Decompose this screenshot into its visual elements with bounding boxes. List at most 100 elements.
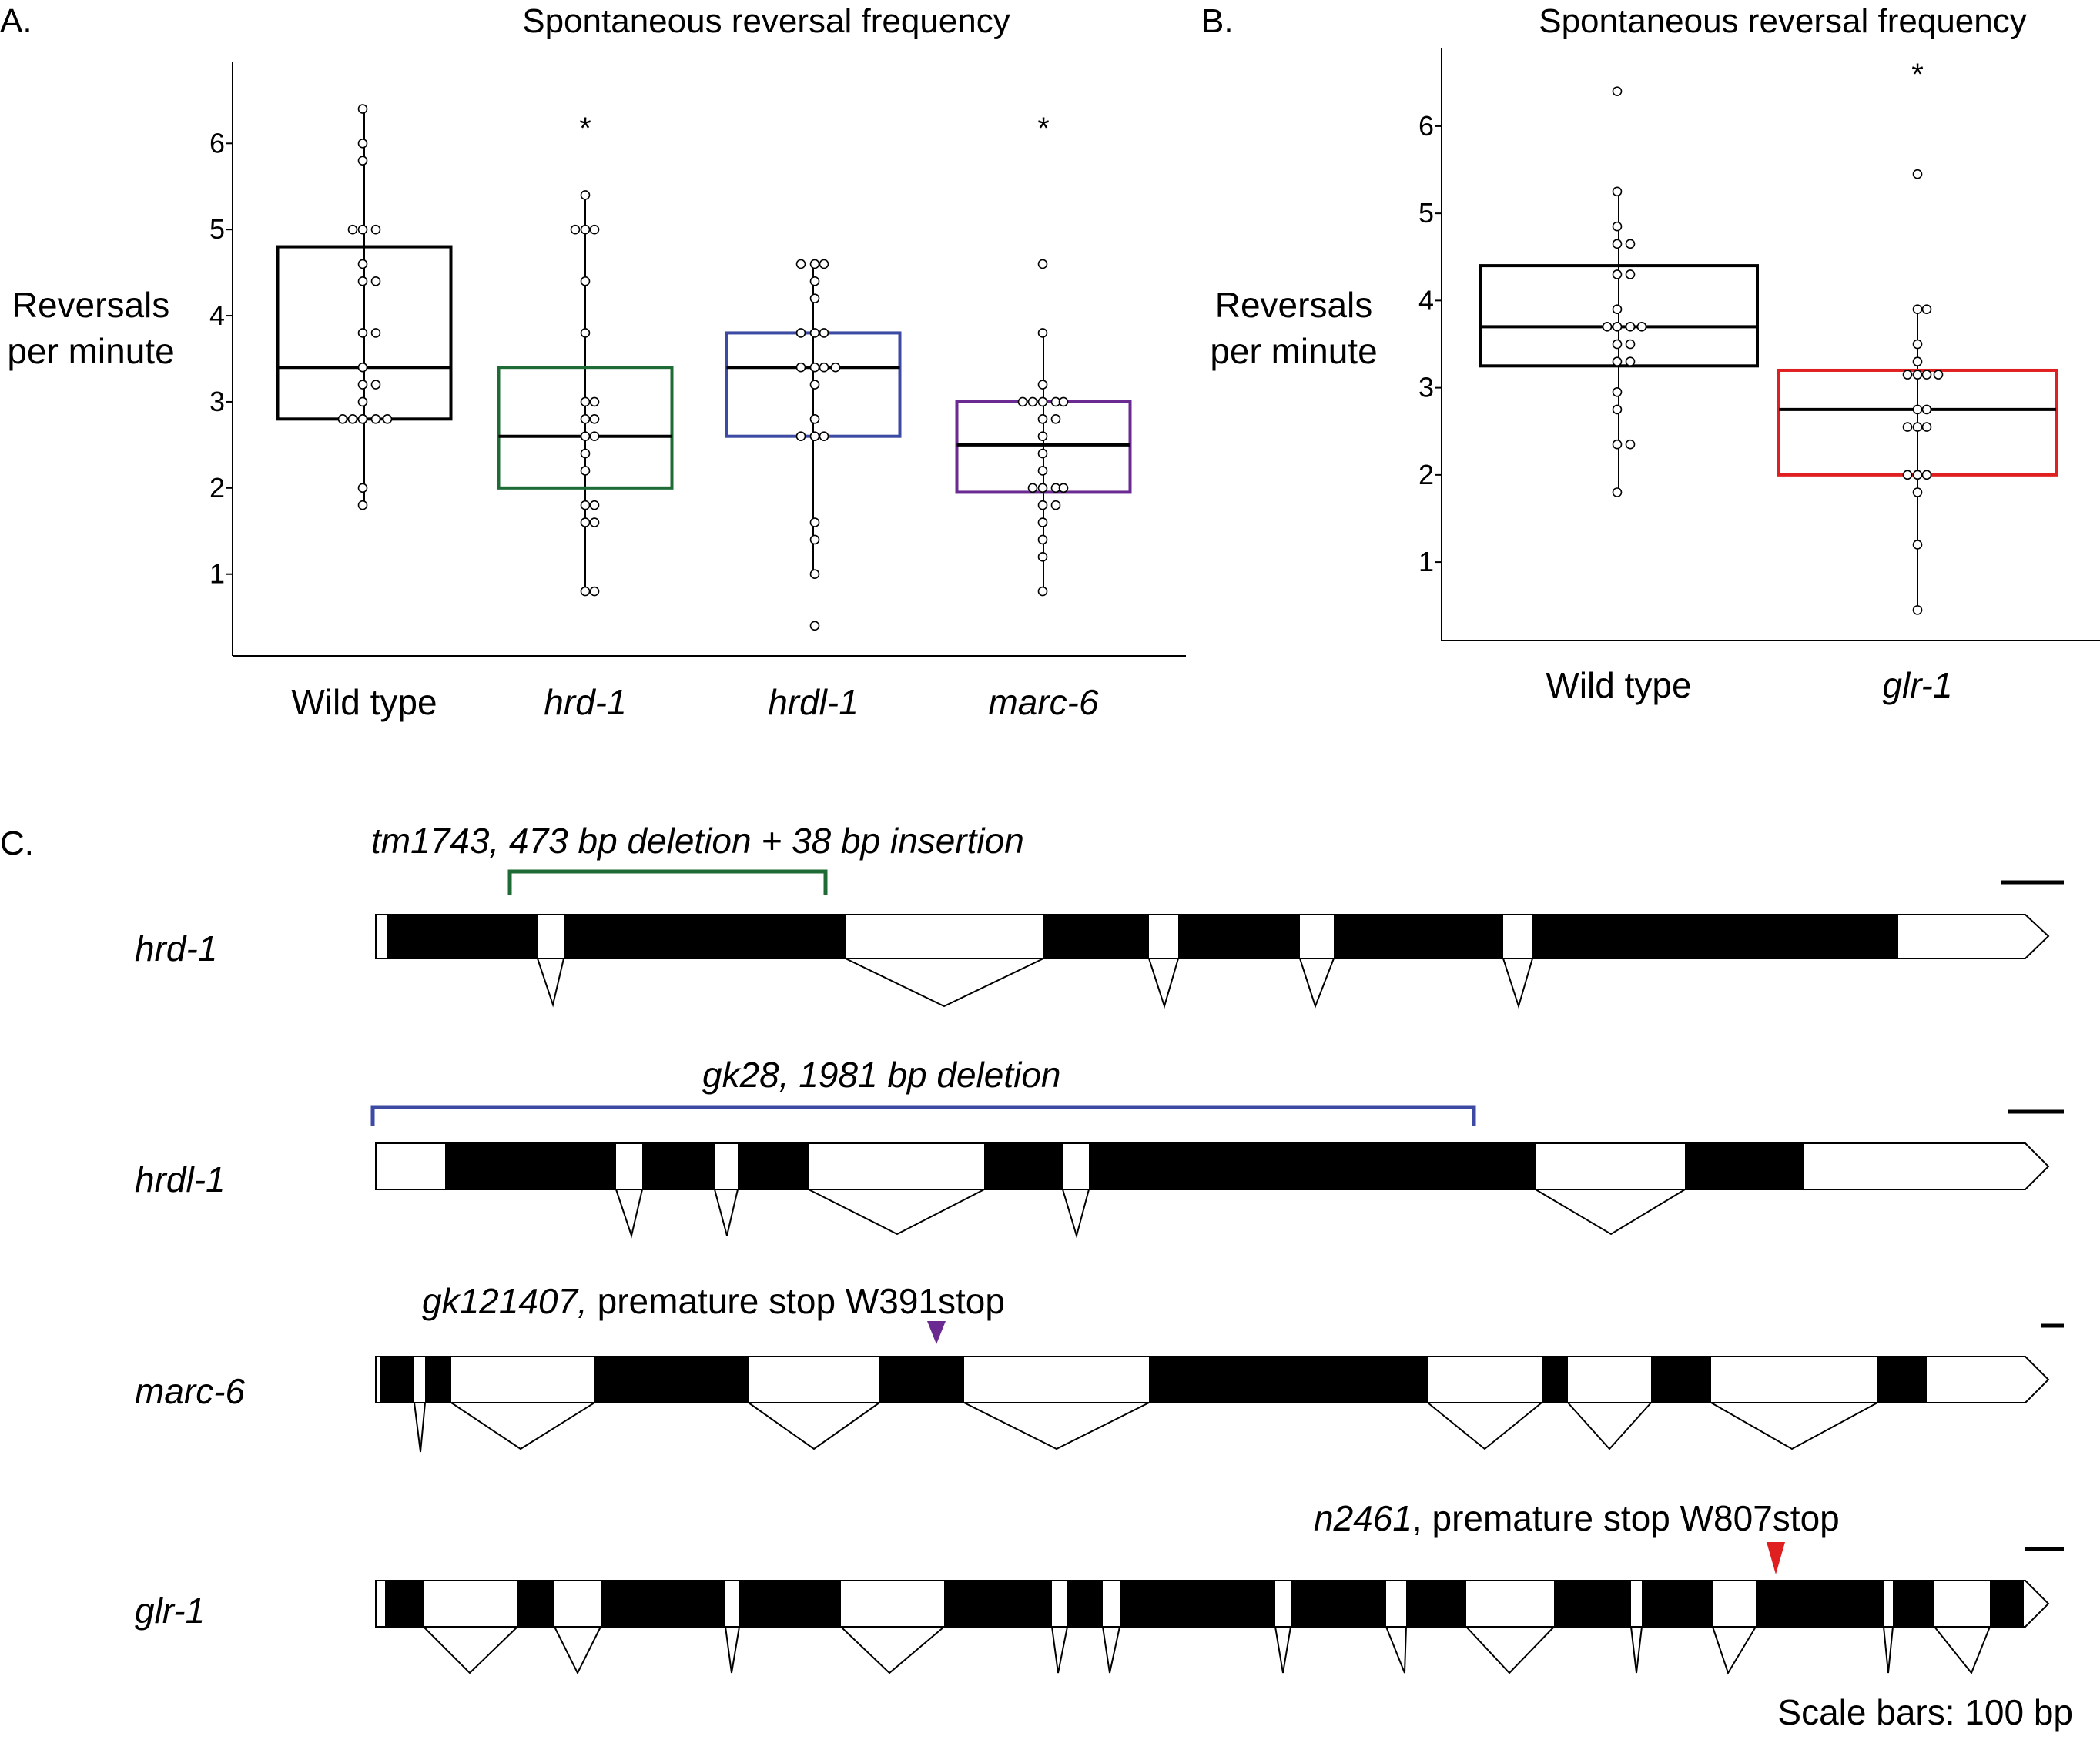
data-point [1037, 448, 1048, 459]
data-point [1037, 431, 1048, 441]
data-point [795, 328, 806, 338]
deletion-bracket [370, 1105, 1476, 1126]
y-tick-label: 6 [1418, 110, 1434, 142]
data-point [1921, 370, 1932, 380]
data-point [357, 224, 368, 235]
data-point [580, 500, 591, 510]
data-point [1037, 380, 1048, 390]
category-label: Wild type [1546, 665, 1691, 705]
data-point [580, 276, 591, 286]
data-point [1612, 439, 1623, 450]
allele-name: gk121407, [422, 1281, 588, 1321]
data-point [357, 259, 368, 269]
mutation-annotation: gk121407, premature stop W391stop [422, 1281, 1005, 1321]
data-point [357, 138, 368, 149]
data-point [589, 431, 600, 441]
y-tick-label: 2 [209, 472, 225, 503]
data-point [1037, 466, 1048, 476]
data-point [809, 569, 820, 580]
data-point [580, 414, 591, 424]
mutation-annotation: tm1743, 473 bp deletion + 38 bp insertio… [371, 821, 1024, 861]
data-point [795, 362, 806, 373]
chart-b: Spontaneous reversal frequency Reversals… [1210, 2, 2100, 705]
data-point [357, 483, 368, 493]
data-point [795, 259, 806, 269]
data-point [580, 466, 591, 476]
data-point [809, 414, 820, 424]
data-point [1612, 404, 1623, 415]
data-point [1902, 422, 1913, 432]
exons [387, 915, 1898, 958]
gene-row-marc-6: marc-6 gk121407, premature stop W391stop [135, 1281, 2064, 1453]
chart-a: Spontaneous reversal frequency Reversals… [7, 2, 1186, 722]
scale-note: Scale bars: 100 bp [1777, 1692, 2073, 1732]
y-tick-label: 4 [209, 299, 225, 331]
chart-a-boxes: ** [276, 104, 1132, 631]
chart-b-boxes: * [1479, 58, 2058, 615]
data-point [357, 276, 368, 286]
data-point [819, 431, 829, 441]
significance-marker: * [1911, 58, 1924, 92]
gene-label: hrdl-1 [135, 1159, 226, 1199]
chart-a-title: Spontaneous reversal frequency [522, 2, 1010, 40]
panel-letter-c: C. [0, 825, 34, 862]
exons [380, 1357, 1927, 1403]
y-tick-label: 5 [209, 213, 225, 245]
data-point [1612, 386, 1623, 397]
data-point [1612, 304, 1623, 315]
data-point [1902, 470, 1913, 480]
data-point [1912, 605, 1923, 615]
chart-a-ylabel-line2: per minute [7, 331, 174, 371]
mutation-annotation: gk28, 1981 bp deletion [702, 1055, 1061, 1095]
category-label: glr-1 [1882, 665, 1952, 705]
data-point [809, 362, 820, 373]
gene-row-hrdl-1: hrdl-1 gk28, 1981 bp deletion [135, 1055, 2064, 1239]
data-point [1625, 269, 1636, 279]
data-point [1027, 396, 1038, 407]
allele-name: n2461 [1314, 1498, 1412, 1538]
data-point [795, 431, 806, 441]
data-point [809, 380, 820, 390]
data-point [1921, 404, 1932, 415]
panel-letter-a: A. [0, 2, 32, 40]
gene-label: marc-6 [135, 1371, 246, 1411]
data-point [357, 362, 368, 373]
introns [414, 1402, 1878, 1453]
chart-a-ylabel-line1: Reversals [12, 285, 170, 325]
data-point [589, 517, 600, 527]
data-point [580, 396, 591, 407]
data-point [370, 414, 381, 424]
data-point [357, 380, 368, 390]
data-point [1612, 86, 1623, 96]
data-point [1602, 322, 1613, 332]
mutation-description: , premature stop W807stop [1412, 1498, 1840, 1538]
data-point [570, 224, 581, 235]
data-point [1921, 470, 1932, 480]
data-point [1921, 304, 1932, 315]
data-point [1058, 483, 1069, 493]
data-point [370, 224, 381, 235]
category-label: hrdl-1 [768, 682, 859, 722]
data-point [1612, 487, 1623, 497]
data-point [1037, 414, 1048, 424]
mutation-description: premature stop W391stop [588, 1281, 1005, 1321]
data-point [1912, 422, 1923, 432]
data-point [370, 276, 381, 286]
y-tick-label: 1 [209, 558, 225, 590]
data-point [357, 156, 368, 166]
introns [537, 958, 1533, 1009]
data-point [819, 362, 829, 373]
data-point [357, 396, 368, 407]
data-point [809, 259, 820, 269]
y-tick-label: 1 [1418, 546, 1434, 577]
data-point [337, 414, 348, 424]
data-point [1612, 239, 1623, 249]
data-point [347, 414, 358, 424]
data-point [1037, 483, 1048, 493]
data-point [1912, 169, 1923, 179]
data-point [580, 224, 591, 235]
chart-b-categories: Wild type glr-1 [1546, 665, 1952, 705]
data-point [1037, 586, 1048, 597]
